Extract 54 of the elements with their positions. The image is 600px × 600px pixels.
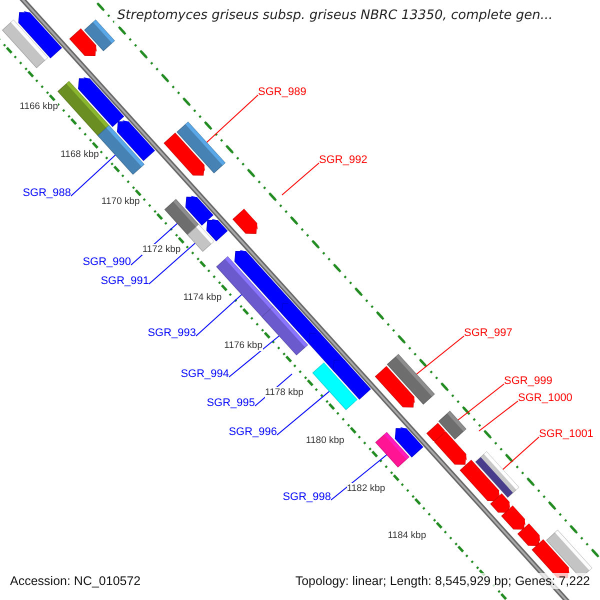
position-label: 1172 kbp [142, 244, 181, 256]
gene-block [517, 523, 540, 546]
gene-block [434, 431, 467, 465]
gene-label: SGR_998 [282, 491, 331, 504]
gene-label: SGR_990 [82, 256, 131, 269]
leader-line [276, 390, 330, 436]
leader-line [330, 454, 388, 500]
gene-bar [84, 19, 115, 52]
gene-block [232, 208, 258, 234]
gene-label: SGR_988 [22, 187, 71, 200]
position-label: 1184 kbp [388, 530, 426, 542]
gene-bar [187, 224, 214, 252]
gene-block [490, 493, 510, 513]
gene-bar [312, 362, 358, 410]
leader-line [228, 335, 280, 378]
position-label: 1170 kbp [101, 196, 140, 208]
gene-block [185, 196, 214, 226]
gene-label: SGR_992 [319, 154, 368, 167]
gene-bar [475, 451, 520, 498]
gene-label: SGR_1001 [539, 428, 594, 441]
gene-bar [176, 122, 226, 174]
gene-label: SGR_991 [100, 275, 149, 288]
leader-line [196, 294, 242, 336]
gene-label: SGR_1000 [518, 392, 572, 405]
genome-summary-text: Topology: linear; Length: 8,545,929 bp; Genes: 7,222 [293, 573, 592, 589]
gene-block [501, 505, 526, 530]
gene-label: SGR_993 [148, 327, 196, 340]
accession-text: Accession: NC_010572 [8, 573, 143, 589]
position-label: 1176 kbp [224, 340, 262, 350]
leader-line [282, 162, 320, 196]
leader-line [457, 384, 504, 421]
gene-label: SGR_989 [258, 86, 306, 99]
gene-block [116, 120, 155, 162]
position-label: 1180 kbp [306, 434, 344, 446]
leader-line [148, 242, 196, 284]
gene-label: SGR_999 [504, 375, 552, 388]
gene-block [18, 11, 62, 58]
gene-block [78, 77, 124, 127]
gene-label: SGR_997 [464, 327, 512, 340]
gene-label: SGR_995 [206, 397, 255, 410]
gene-label: SGR_996 [228, 426, 277, 439]
leader-line [502, 436, 540, 470]
position-label: 1174 kbp [183, 292, 222, 303]
gene-bar [375, 432, 410, 468]
position-label: 1182 kbp [346, 482, 386, 494]
leader-line [478, 400, 518, 432]
position-label: 1178 kbp [265, 387, 304, 398]
leader-line [416, 336, 464, 375]
gene-label: SGR_994 [180, 368, 229, 381]
position-label: 1166 kbp [20, 101, 58, 112]
gene-bar [386, 354, 435, 405]
leader-line [70, 154, 116, 196]
leader-line [206, 94, 258, 143]
position-label: 1168 kbp [60, 148, 99, 160]
